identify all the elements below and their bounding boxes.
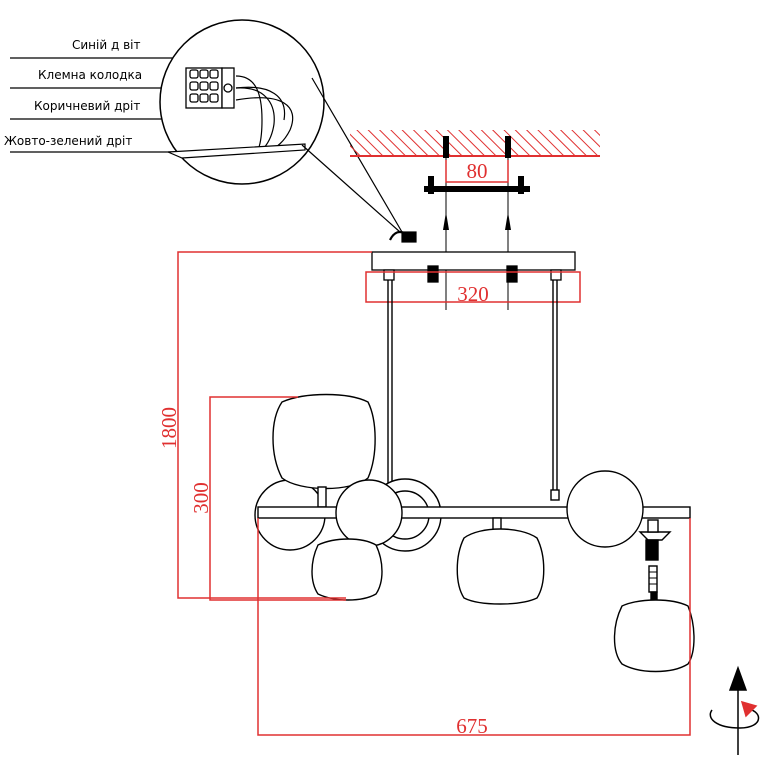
dim-total-height-value: 1800: [157, 407, 181, 449]
suspension-rods: [387, 280, 560, 501]
dim-total-width-value: 675: [456, 714, 488, 738]
zoom-detail: [159, 19, 325, 185]
lamp-body: [254, 393, 695, 673]
terminal-block-icon: [185, 67, 235, 109]
wiring-labels: Синій д віт Клемна колодка Коричневий др…: [4, 38, 142, 148]
dim-shade-height: 300: [189, 396, 346, 601]
dim-total-height: 1800: [157, 251, 372, 599]
mounting-bracket: [424, 136, 530, 310]
canopy: [371, 251, 576, 283]
label-blue-wire: Синій д віт: [72, 38, 140, 52]
dim-mount-spacing: 80: [445, 159, 509, 183]
wires: [235, 75, 294, 151]
label-brown-wire: Коричневий дріт: [34, 99, 140, 113]
rotate-arrow-icon: [709, 665, 760, 755]
label-terminal-block: Клемна колодка: [38, 68, 142, 82]
dim-canopy-width-value: 320: [457, 282, 489, 306]
dim-total-width: 675: [257, 518, 691, 738]
dim-canopy-width: 320: [365, 271, 581, 306]
dim-mount-spacing-value: 80: [467, 159, 488, 183]
label-yellow-green-wire: Жовто-зелений дріт: [4, 134, 132, 148]
dim-shade-height-value: 300: [189, 482, 213, 514]
ceiling: [350, 130, 600, 157]
